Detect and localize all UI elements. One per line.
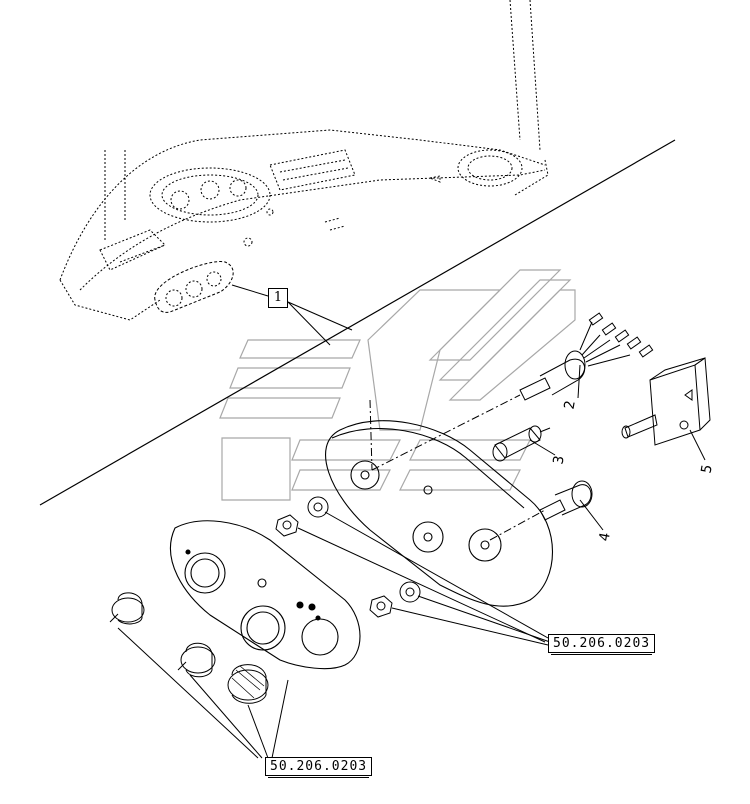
part-2-switch-harness [519,312,654,401]
leader-ref-bottom [117,627,289,759]
watermark-logo [219,269,576,501]
part-3-indicator [492,425,556,462]
leader-ref-right [297,511,551,646]
assembly-lines [369,394,546,541]
separator-line [39,139,676,506]
nuts-washers [275,496,421,618]
part-5-rocker-switch [621,357,711,461]
dashboard-switch-panel [154,261,269,313]
control-knobs [109,592,269,704]
part-4-rotary-switch [539,480,604,531]
reference-label-right: 50.206.0203 [548,634,656,655]
leader-item-1 [287,301,353,346]
dashboard-outline [59,0,549,321]
rear-mounting-plate [325,420,554,607]
callout-box-1: 1 [268,288,288,308]
reference-label-bottom: 50.206.0203 [265,757,373,778]
front-face-plate [169,520,361,670]
